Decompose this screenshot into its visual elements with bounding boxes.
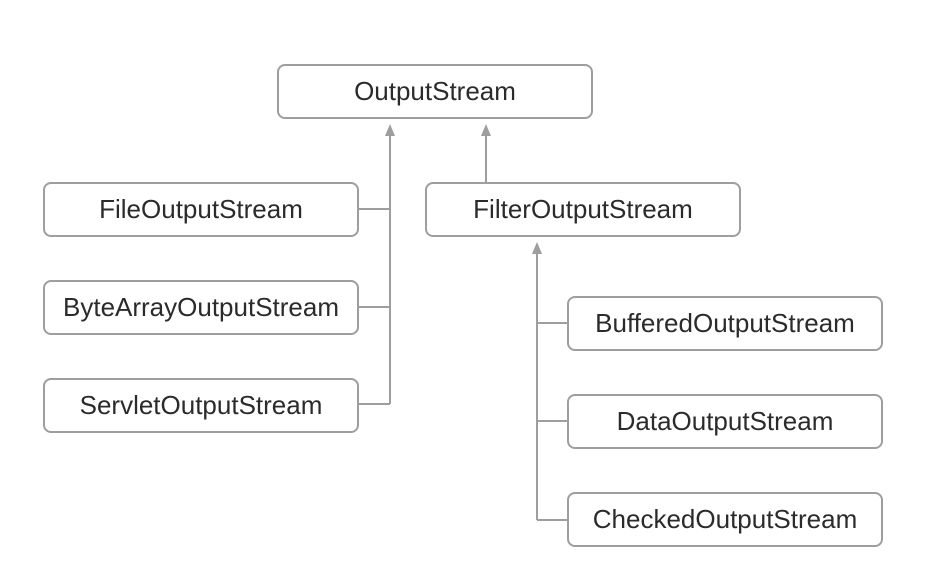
node-bytearrayoutputstream-label: ByteArrayOutputStream <box>63 292 339 322</box>
node-checkedoutputstream-label: CheckedOutputStream <box>592 504 858 534</box>
node-checkedoutputstream: CheckedOutputStream <box>567 492 883 547</box>
node-bytearrayoutputstream: ByteArrayOutputStream <box>43 280 359 335</box>
node-servletoutputstream-label: ServletOutputStream <box>79 390 323 420</box>
node-outputstream-label: OutputStream <box>354 76 516 106</box>
node-bufferedoutputstream-label: BufferedOutputStream <box>595 308 855 338</box>
node-dataoutputstream: DataOutputStream <box>567 394 883 449</box>
filter-up-arrowhead <box>481 124 491 136</box>
node-bufferedoutputstream: BufferedOutputStream <box>567 296 883 351</box>
node-dataoutputstream-label: DataOutputStream <box>616 406 834 436</box>
node-outputstream: OutputStream <box>277 64 593 119</box>
left-spine-arrowhead <box>385 124 395 136</box>
node-fileoutputstream-label: FileOutputStream <box>99 194 303 224</box>
node-filteroutputstream: FilterOutputStream <box>425 182 741 237</box>
node-filteroutputstream-label: FilterOutputStream <box>473 194 693 224</box>
node-fileoutputstream: FileOutputStream <box>43 182 359 237</box>
node-servletoutputstream: ServletOutputStream <box>43 378 359 433</box>
right-spine-arrowhead <box>532 242 542 254</box>
